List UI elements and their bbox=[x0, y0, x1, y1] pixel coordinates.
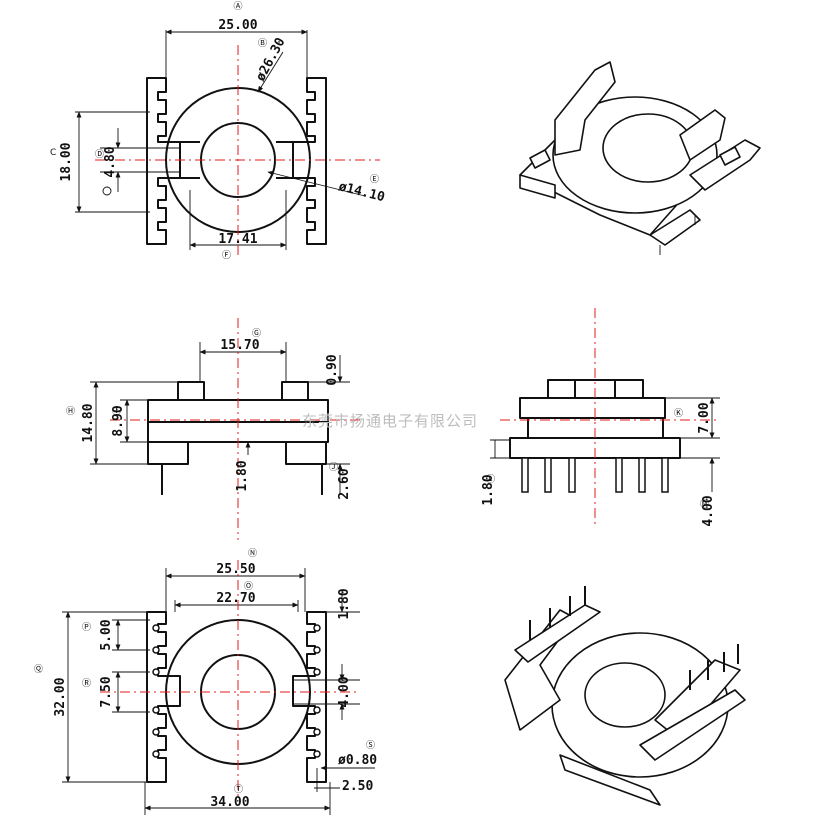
dim-front-height: 7.00 bbox=[697, 402, 712, 433]
dim-bottom-center-gap: 7.50 bbox=[99, 676, 114, 707]
dim-bottom-total-width: 34.00 bbox=[210, 795, 249, 810]
marker-m: Ⓜ bbox=[700, 499, 709, 510]
marker-e: Ⓔ bbox=[370, 174, 379, 185]
dim-bottom-total-height: 32.00 bbox=[53, 677, 68, 716]
dim-front-pin-length: 4.00 bbox=[701, 495, 716, 526]
isometric-view-bottom bbox=[504, 586, 746, 806]
dim-bottom-inner-width: 22.70 bbox=[216, 591, 255, 606]
dim-bottom-slot: 4.00 bbox=[337, 676, 352, 707]
dim-side-pin-length: 2.60 bbox=[337, 468, 352, 499]
dim-bottom-outer-width: 25.50 bbox=[216, 562, 255, 577]
iso-pins bbox=[529, 586, 739, 690]
isometric-view-top bbox=[519, 61, 761, 255]
marker-r: Ⓡ bbox=[82, 678, 91, 689]
front-view-pins bbox=[521, 457, 669, 493]
marker-t: Ⓣ bbox=[234, 784, 243, 795]
marker-l: Ⓛ bbox=[486, 474, 495, 485]
dim-top-width: 25.00 bbox=[218, 18, 257, 33]
bottom-view-pin-holes bbox=[152, 624, 321, 758]
marker-s: Ⓢ bbox=[366, 740, 375, 751]
marker-p: Ⓟ bbox=[82, 622, 91, 633]
marker-d: Ⓓ bbox=[95, 149, 104, 160]
dim-top-height: 18.00 bbox=[59, 142, 74, 181]
dim-side-flange: 0.90 bbox=[325, 354, 340, 385]
marker-a: Ⓐ bbox=[233, 1, 242, 12]
dim-bottom-pin-dia: ø0.80 bbox=[338, 753, 377, 768]
dim-side-base: 1.80 bbox=[235, 460, 250, 491]
top-view: 25.00 ø26.30 18.00 4.80 ø14.10 17.41 Ⓐ Ⓑ… bbox=[50, 1, 386, 261]
side-view: 15.70 0.90 14.80 8.90 1.80 2.60 Ⓖ Ⓗ Ⓘ Ⓙ bbox=[66, 318, 360, 540]
top-view-left-comb bbox=[146, 77, 181, 245]
marker-h: Ⓗ bbox=[66, 406, 75, 417]
marker-j: Ⓙ bbox=[329, 462, 338, 473]
dim-bottom-top-margin: 1.80 bbox=[337, 588, 352, 619]
marker-k: Ⓚ bbox=[674, 408, 683, 419]
front-view: 7.00 1.80 4.00 Ⓚ Ⓛ Ⓜ bbox=[481, 308, 720, 528]
marker-c: C bbox=[50, 148, 56, 158]
marker-g: Ⓖ bbox=[252, 328, 261, 339]
marker-q: Ⓠ bbox=[34, 664, 43, 675]
dim-side-width: 15.70 bbox=[220, 338, 259, 353]
bottom-view: 25.50 22.70 5.00 7.50 32.00 1.80 4.00 ø0… bbox=[34, 548, 377, 815]
dim-bottom-pin-pitch: 5.00 bbox=[99, 619, 114, 650]
dim-top-bottom-width: 17.41 bbox=[218, 232, 257, 247]
dim-side-total-height: 14.80 bbox=[81, 403, 96, 442]
dim-bottom-pin-offset: 2.50 bbox=[342, 779, 373, 794]
marker-b: Ⓑ bbox=[258, 38, 267, 49]
dim-side-inner-height: 8.90 bbox=[111, 405, 126, 436]
company-watermark: 东莞市扬通电子有限公司 bbox=[302, 412, 478, 430]
dim-front-base: 1.80 bbox=[481, 474, 496, 505]
marker-i: Ⓘ bbox=[112, 406, 121, 417]
marker-n: Ⓝ bbox=[248, 548, 257, 559]
dim-top-slot: 4.80 bbox=[103, 146, 118, 177]
marker-f: Ⓕ bbox=[222, 250, 231, 261]
bottom-view-left-comb bbox=[146, 611, 181, 783]
marker-o: Ⓞ bbox=[244, 581, 253, 592]
